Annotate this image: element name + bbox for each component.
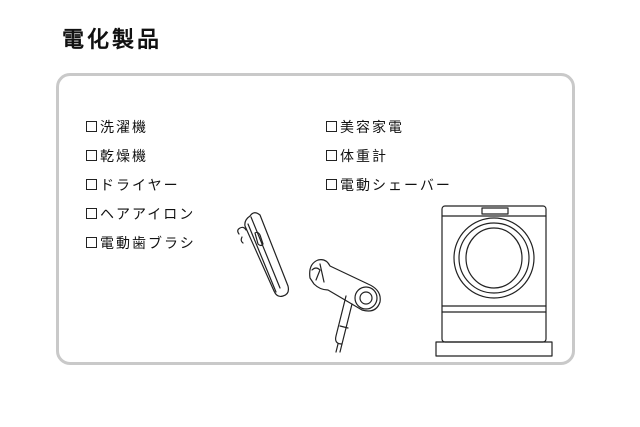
check-item-electric-shaver[interactable]: 電動シェーバー [326, 170, 452, 199]
checkbox[interactable] [326, 150, 337, 161]
hair-dryer-icon [309, 259, 381, 353]
checkbox[interactable] [86, 208, 97, 219]
check-item-label: 体重計 [340, 148, 388, 165]
checkbox[interactable] [86, 237, 97, 248]
check-item-label: ヘアアイロン [100, 206, 196, 223]
check-item-label: 美容家電 [340, 119, 404, 136]
page-title: 電化製品 [62, 28, 163, 53]
check-item-label: ドライヤー [100, 177, 180, 194]
checkbox[interactable] [326, 179, 337, 190]
check-item-beauty-appliance[interactable]: 美容家電 [326, 112, 452, 141]
check-item-label: 電動シェーバー [340, 177, 452, 194]
checklist-right: 美容家電 体重計 電動シェーバー [326, 112, 452, 199]
checklist-left: 洗濯機 乾燥機 ドライヤー ヘアアイロン 電動歯ブラシ [86, 112, 196, 257]
check-item-label: 乾燥機 [100, 148, 148, 165]
checklist-panel [56, 73, 575, 365]
check-item-dryer[interactable]: 乾燥機 [86, 141, 196, 170]
check-item-hair-dryer[interactable]: ドライヤー [86, 170, 196, 199]
washing-machine-icon [435, 205, 553, 357]
check-item-electric-toothbrush[interactable]: 電動歯ブラシ [86, 228, 196, 257]
check-item-washing-machine[interactable]: 洗濯機 [86, 112, 196, 141]
checkbox[interactable] [326, 121, 337, 132]
check-item-label: 洗濯機 [100, 119, 148, 136]
check-item-scale[interactable]: 体重計 [326, 141, 452, 170]
checkbox[interactable] [86, 150, 97, 161]
checkbox[interactable] [86, 179, 97, 190]
check-item-label: 電動歯ブラシ [100, 235, 196, 252]
check-item-hair-iron[interactable]: ヘアアイロン [86, 199, 196, 228]
hair-straightener-icon [237, 212, 290, 298]
checkbox[interactable] [86, 121, 97, 132]
